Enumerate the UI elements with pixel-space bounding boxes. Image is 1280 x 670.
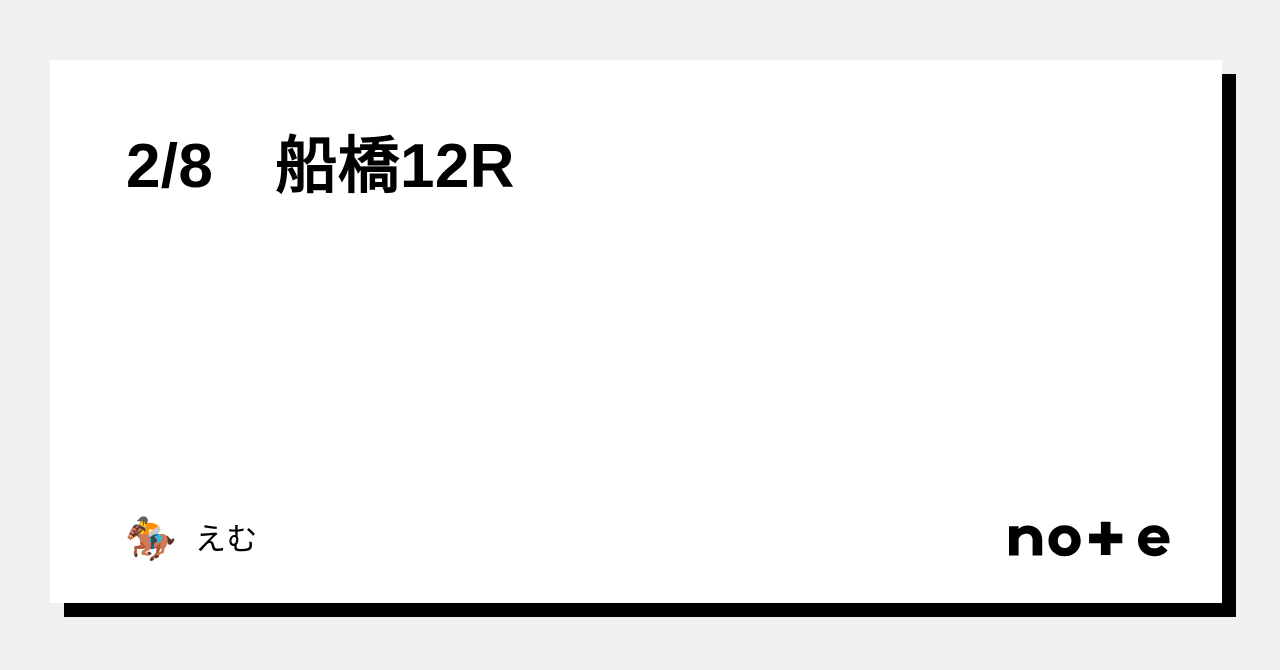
note-logo-icon <box>1009 521 1170 557</box>
author-block[interactable]: 🏇 えむ <box>124 514 258 564</box>
note-share-card: 2/8 船橋12R 🏇 えむ <box>50 60 1222 603</box>
author-name: えむ <box>195 521 258 557</box>
horse-racing-emoji-icon: 🏇 <box>124 515 178 562</box>
page-title: 2/8 船橋12R <box>126 132 515 201</box>
card-footer: 🏇 えむ <box>124 511 1170 567</box>
